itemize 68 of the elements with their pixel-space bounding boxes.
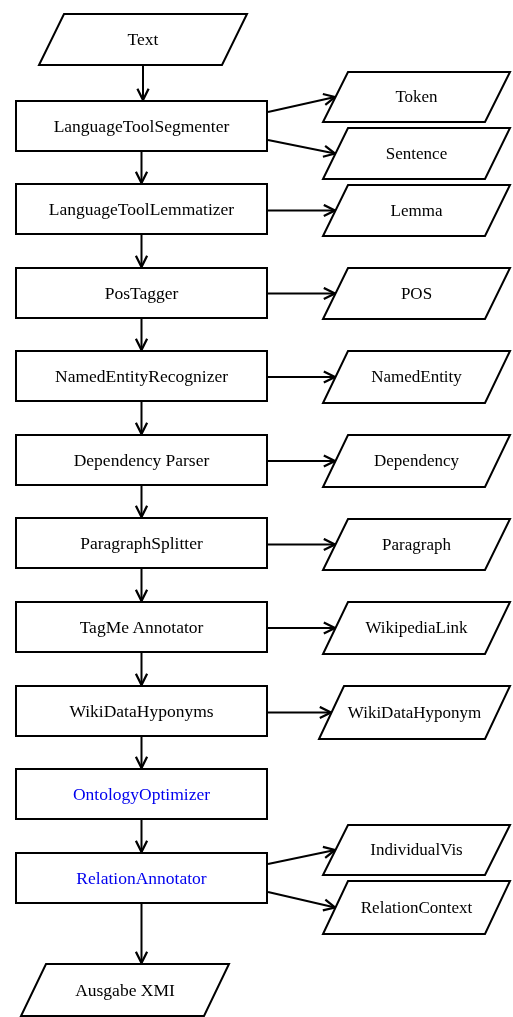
arrow: [267, 286, 337, 301]
node-label: RelationAnnotator: [76, 867, 207, 889]
process-box: [15, 601, 268, 653]
data-parallelogram: [322, 434, 511, 488]
data-parallelogram: [322, 267, 511, 320]
arrow: [134, 652, 149, 687]
arrow: [267, 370, 337, 384]
process-box: [15, 267, 268, 319]
data-parallelogram: [38, 13, 248, 66]
process-box: [15, 852, 268, 904]
arrow: [134, 568, 149, 603]
node-label: WikipediaLink: [365, 618, 468, 638]
node-label: POS: [400, 283, 433, 304]
node-label: OntologyOptimizer: [72, 783, 211, 805]
node-label: NamedEntity: [371, 367, 462, 387]
data-parallelogram: [322, 127, 511, 180]
node-label: IndividualVis: [370, 840, 463, 860]
data-parallelogram: [322, 601, 511, 655]
process-box: [15, 100, 268, 152]
arrow: [267, 845, 337, 865]
arrow: [267, 454, 337, 468]
node-label: Dependency Parser: [73, 449, 210, 471]
data-parallelogram: [322, 824, 511, 876]
data-parallelogram: [20, 963, 230, 1017]
process-box: [15, 768, 268, 820]
arrow: [134, 151, 149, 185]
arrow: [134, 234, 149, 269]
node-label: TagMe Annotator: [79, 616, 204, 638]
node-label: LanguageToolLemmatizer: [48, 198, 235, 220]
arrow: [134, 736, 149, 770]
node-label: Token: [395, 87, 438, 107]
data-parallelogram: [318, 685, 511, 740]
arrow: [267, 621, 337, 635]
process-box: [15, 350, 268, 402]
node-label: Dependency: [374, 451, 459, 471]
arrow: [134, 903, 149, 965]
node-label: ParagraphSplitter: [80, 532, 203, 554]
node-label: PosTagger: [104, 282, 179, 304]
arrow: [267, 891, 337, 912]
node-label: NamedEntityRecognizer: [55, 365, 228, 387]
process-box: [15, 517, 268, 569]
arrow: [267, 92, 337, 113]
arrow: [134, 485, 149, 519]
node-label: WikiDataHyponyms: [69, 700, 214, 722]
data-parallelogram: [322, 880, 511, 935]
arrow: [267, 705, 333, 720]
arrow: [267, 537, 337, 552]
node-label: Lemma: [390, 200, 443, 221]
node-label: Sentence: [385, 143, 448, 164]
node-label: RelationContext: [360, 897, 473, 918]
arrow: [134, 819, 149, 854]
arrow: [136, 65, 150, 102]
node-label: LanguageToolSegmenter: [53, 115, 230, 137]
process-box: [15, 685, 268, 737]
arrow: [267, 203, 337, 218]
process-box: [15, 434, 268, 486]
process-box: [15, 183, 268, 235]
node-label: Paragraph: [382, 534, 451, 555]
data-parallelogram: [322, 184, 511, 237]
arrow: [267, 139, 337, 158]
data-parallelogram: [322, 350, 511, 404]
node-label: Ausgabe XMI: [75, 979, 175, 1001]
node-label: WikiDataHyponym: [347, 702, 482, 723]
arrow: [134, 401, 149, 436]
data-parallelogram: [322, 71, 511, 123]
data-parallelogram: [322, 518, 511, 571]
arrow: [134, 318, 149, 352]
node-label: Text: [127, 29, 159, 50]
